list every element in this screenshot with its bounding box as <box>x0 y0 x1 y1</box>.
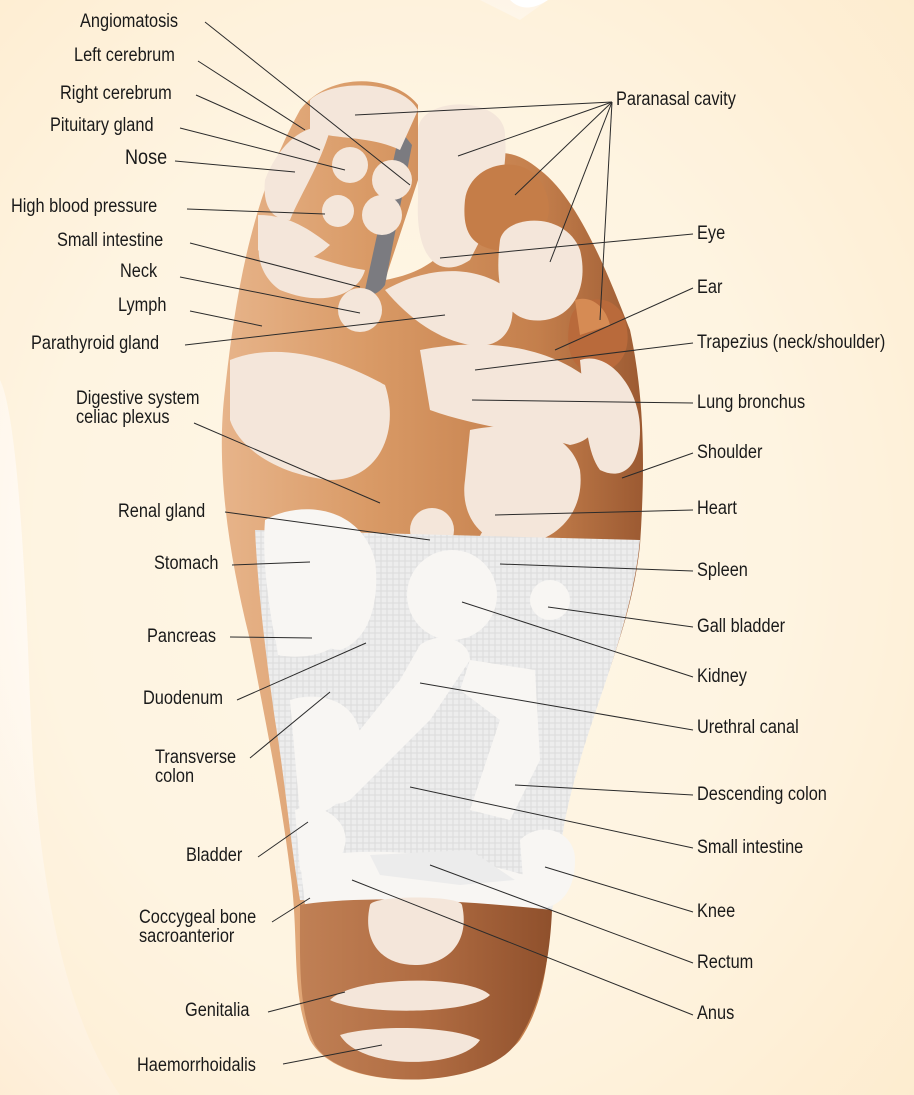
label-genitalia: Genitalia <box>185 1001 250 1021</box>
label-duodenum: Duodenum <box>143 689 223 709</box>
label-knee: Knee <box>697 902 735 922</box>
label-pancreas: Pancreas <box>147 627 216 647</box>
label-transverse-colon-line1: Transverse <box>155 748 236 767</box>
label-urethral-canal: Urethral canal <box>697 718 799 738</box>
label-digestive-system: Digestive system celiac plexus <box>76 389 200 427</box>
label-digestive-system-line1: Digestive system <box>76 389 200 408</box>
label-paranasal-cavity: Paranasal cavity <box>616 90 736 110</box>
label-heart: Heart <box>697 499 737 519</box>
label-left-cerebrum: Left cerebrum <box>74 46 175 66</box>
label-small-intestine-upper: Small intestine <box>57 231 163 251</box>
label-transverse-colon-line2: colon <box>155 767 236 786</box>
label-lymph: Lymph <box>118 296 166 316</box>
label-rectum: Rectum <box>697 953 753 973</box>
label-nose: Nose <box>125 148 167 168</box>
label-spleen: Spleen <box>697 561 748 581</box>
label-renal-gland: Renal gland <box>118 502 205 522</box>
label-haemorrhoidalis: Haemorrhoidalis <box>137 1056 256 1076</box>
label-descending-colon: Descending colon <box>697 785 827 805</box>
label-gall-bladder: Gall bladder <box>697 617 785 637</box>
label-pituitary-gland: Pituitary gland <box>50 116 154 136</box>
label-trapezius: Trapezius (neck/shoulder) <box>697 333 885 353</box>
label-high-blood-pressure: High blood pressure <box>11 197 157 217</box>
label-lung-bronchus: Lung bronchus <box>697 393 805 413</box>
label-shoulder: Shoulder <box>697 443 762 463</box>
label-coccygeal-bone-line2: sacroanterior <box>139 927 256 946</box>
label-bladder: Bladder <box>186 846 242 866</box>
label-transverse-colon: Transverse colon <box>155 748 236 786</box>
label-small-intestine-lower: Small intestine <box>697 838 803 858</box>
label-stomach: Stomach <box>154 554 218 574</box>
label-angiomatosis: Angiomatosis <box>80 12 178 32</box>
label-right-cerebrum: Right cerebrum <box>60 84 172 104</box>
label-anus: Anus <box>697 1004 734 1024</box>
label-ear: Ear <box>697 278 722 298</box>
label-eye: Eye <box>697 224 725 244</box>
label-digestive-system-line2: celiac plexus <box>76 408 200 427</box>
label-neck: Neck <box>120 262 157 282</box>
label-coccygeal-bone: Coccygeal bone sacroanterior <box>139 908 256 946</box>
label-kidney: Kidney <box>697 667 747 687</box>
label-coccygeal-bone-line1: Coccygeal bone <box>139 908 256 927</box>
label-parathyroid-gland: Parathyroid gland <box>31 334 159 354</box>
